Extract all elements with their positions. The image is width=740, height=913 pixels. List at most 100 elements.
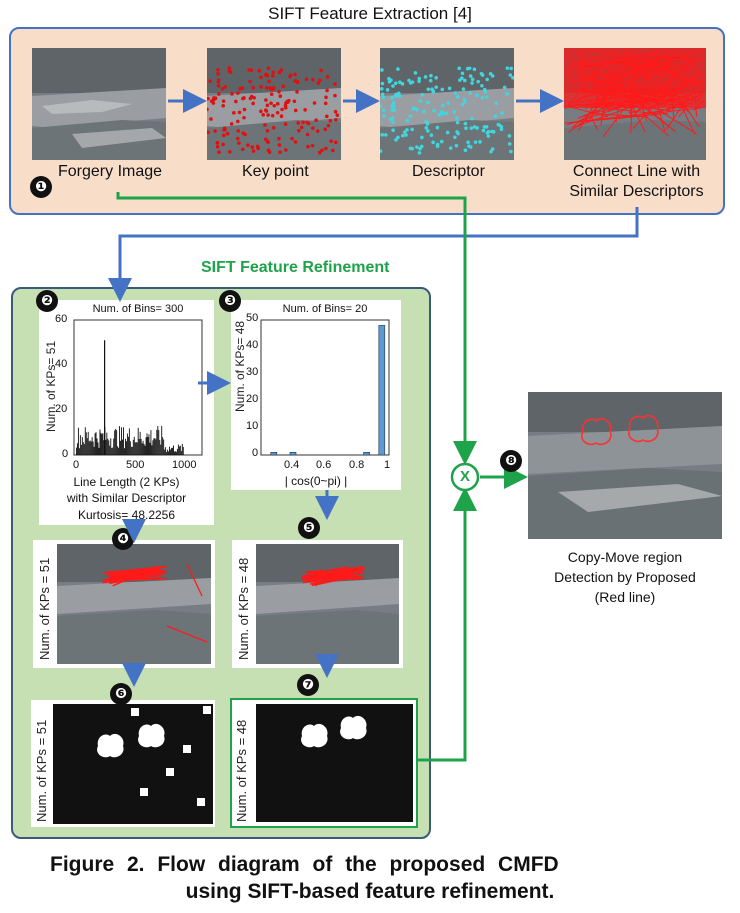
hist1-bar bbox=[149, 442, 151, 455]
descriptor-dot bbox=[388, 117, 393, 122]
result-label-1: Copy-Move region bbox=[567, 549, 683, 565]
keypoint-dot bbox=[251, 149, 256, 153]
keypoint-dot bbox=[249, 94, 254, 99]
keypoint-dot bbox=[236, 119, 240, 124]
keypoint-dot bbox=[237, 110, 242, 115]
step7-mask bbox=[256, 704, 413, 822]
outlier-line bbox=[166, 625, 208, 643]
hist1-bar bbox=[148, 434, 150, 455]
hist1-bar bbox=[157, 426, 159, 455]
keypoint-dot bbox=[335, 113, 340, 117]
keypoint-dot bbox=[293, 72, 297, 77]
descriptor-dot bbox=[426, 87, 431, 92]
hist2-ytick-0: 0 bbox=[252, 447, 259, 459]
hist1-bar bbox=[147, 436, 149, 455]
hist1-bar bbox=[133, 436, 135, 455]
hist1-bar bbox=[114, 430, 116, 455]
hist1-bar bbox=[158, 430, 160, 455]
hist1-bar bbox=[98, 447, 100, 455]
match-line bbox=[301, 568, 367, 579]
descriptor-dot bbox=[489, 149, 493, 154]
hist1-bar bbox=[85, 432, 87, 455]
mask-noise bbox=[183, 745, 191, 753]
hist1-bar bbox=[94, 433, 96, 455]
caption-line-2: using SIFT-based feature refinement. bbox=[185, 880, 555, 903]
descriptor-dot bbox=[390, 104, 395, 108]
descriptor-dot bbox=[380, 87, 384, 91]
hist1-bar bbox=[115, 428, 117, 455]
connect-label-1: Connect Line with bbox=[572, 163, 701, 180]
hist2-xtick-06: 0.6 bbox=[316, 459, 332, 471]
keypoint-dot bbox=[259, 85, 264, 89]
hist1-bar bbox=[131, 446, 133, 455]
descriptor-dot bbox=[509, 149, 513, 154]
hist1-bar bbox=[125, 441, 127, 455]
descriptor-dot bbox=[485, 131, 490, 135]
descriptor-dot bbox=[468, 74, 473, 78]
hist1-title: Num. of Bins= 300 bbox=[92, 303, 184, 315]
descriptor-dot bbox=[391, 101, 396, 105]
keypoint-dot bbox=[222, 126, 227, 131]
descriptor-dot bbox=[382, 108, 386, 113]
mask-blob bbox=[301, 723, 328, 748]
keypoint-dot bbox=[271, 74, 275, 78]
hist2-bar bbox=[270, 452, 278, 456]
step-7-badge: ❼ bbox=[297, 674, 319, 696]
hist2-xtick-04: 0.4 bbox=[284, 459, 300, 471]
keypoint-dot bbox=[311, 77, 315, 82]
hist1-bar bbox=[87, 431, 89, 455]
keypoint-dot bbox=[265, 129, 270, 133]
descriptor-dot bbox=[420, 135, 424, 140]
hist1-bar bbox=[117, 446, 119, 455]
match-line bbox=[631, 105, 646, 133]
keypoint-dot bbox=[217, 150, 221, 154]
hist1-ytick-20: 20 bbox=[55, 403, 68, 415]
descriptor-dot bbox=[466, 140, 470, 145]
hist1-bar bbox=[129, 441, 131, 455]
descriptor-dot bbox=[475, 126, 479, 130]
descriptor-dot bbox=[485, 95, 489, 99]
keypoint-dot bbox=[242, 115, 246, 120]
hist1-bar bbox=[116, 430, 118, 455]
descriptor-dot bbox=[396, 67, 400, 71]
hist1-xtick-1000: 1000 bbox=[172, 459, 197, 471]
match-line bbox=[102, 566, 153, 583]
hist1-bar bbox=[95, 432, 97, 455]
descriptor-dot bbox=[480, 96, 485, 100]
keypoint-dot bbox=[325, 114, 329, 119]
match-line bbox=[642, 112, 669, 137]
descriptor-dot bbox=[463, 148, 468, 153]
mask-blob bbox=[138, 723, 165, 748]
result-label-3: (Red line) bbox=[594, 589, 656, 605]
descriptor-dot bbox=[382, 114, 386, 118]
hist1-bar bbox=[140, 438, 142, 455]
mask-noise bbox=[203, 706, 211, 714]
hist1-bar bbox=[91, 437, 93, 455]
keypoint-dot bbox=[272, 103, 277, 108]
keypoint-dot bbox=[221, 133, 226, 138]
hist2-ytick-10: 10 bbox=[246, 420, 259, 432]
step4-image bbox=[57, 544, 211, 664]
descriptor-dot bbox=[505, 66, 510, 70]
keypoint-dot bbox=[216, 72, 220, 76]
match-line bbox=[306, 565, 364, 579]
match-line bbox=[592, 113, 648, 118]
keypoint-dot bbox=[227, 66, 232, 71]
keypoint-dot bbox=[277, 136, 281, 141]
keypoint-dot bbox=[240, 147, 245, 152]
descriptor-dot bbox=[469, 126, 474, 130]
hist1-bar bbox=[182, 446, 184, 455]
hist2-bar bbox=[289, 452, 297, 456]
keypoint-dot bbox=[297, 128, 301, 133]
descriptor-dot bbox=[448, 146, 453, 150]
hist1-bar bbox=[169, 446, 170, 455]
keypoint-dot bbox=[228, 149, 232, 154]
keypoint-dot bbox=[328, 118, 333, 123]
hist1-bar bbox=[171, 448, 172, 455]
descriptor-dot bbox=[454, 116, 459, 120]
hist1-bar bbox=[155, 439, 157, 455]
hist2-ytick-20: 20 bbox=[246, 393, 259, 405]
keypoint-dot bbox=[305, 132, 310, 137]
descriptor-dot bbox=[404, 133, 408, 137]
hist1-bar bbox=[125, 438, 126, 455]
